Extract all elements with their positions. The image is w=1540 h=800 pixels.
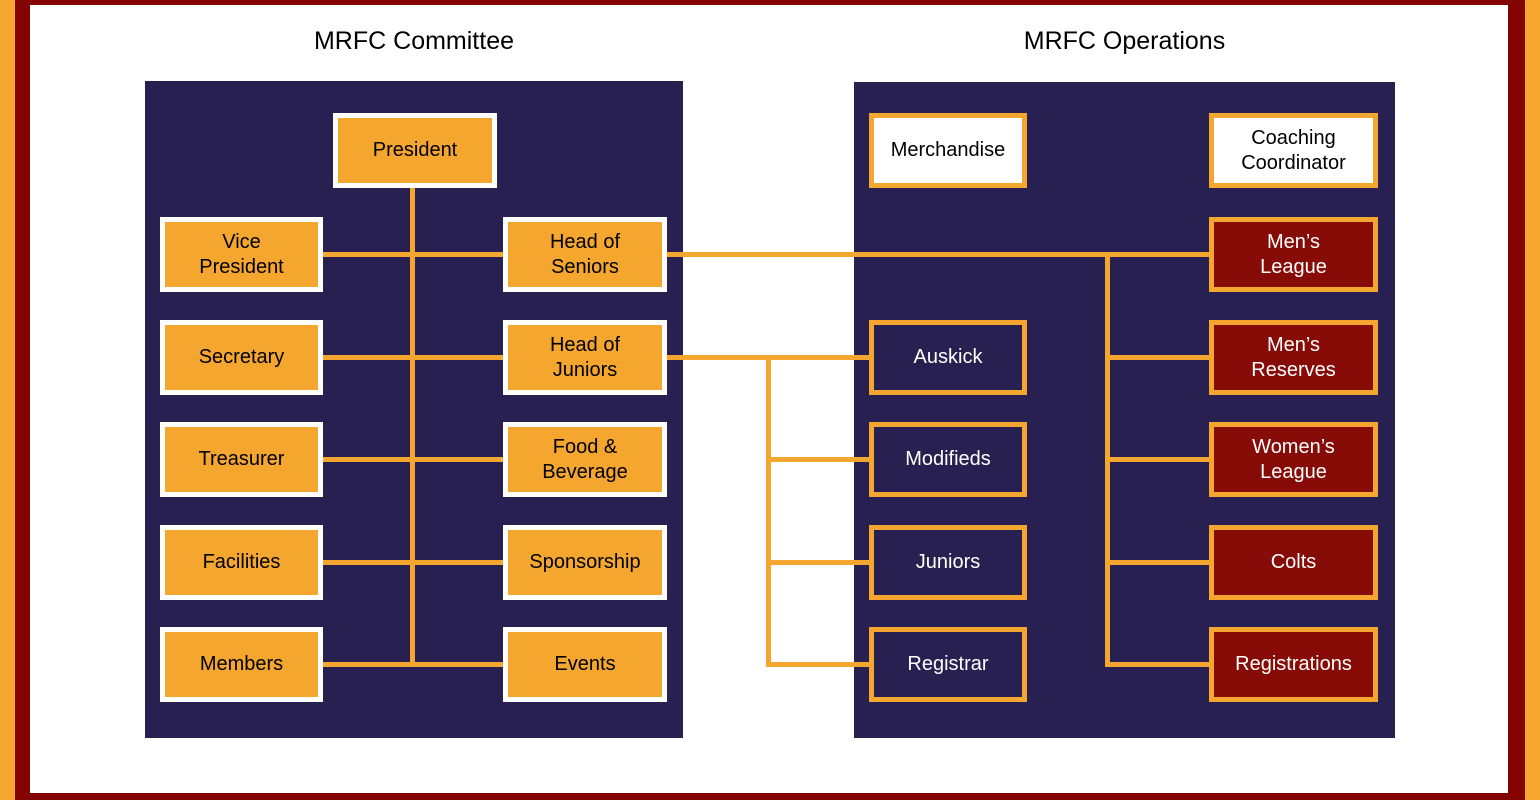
node-head-of-seniors: Head of Seniors bbox=[503, 217, 667, 292]
node-head-of-juniors-label: Head of Juniors bbox=[549, 333, 621, 381]
node-registrar: Registrar bbox=[869, 627, 1027, 702]
node-modifieds: Modifieds bbox=[869, 422, 1027, 497]
node-treasurer-label: Treasurer bbox=[198, 448, 285, 470]
connector-row-secretary bbox=[323, 355, 503, 360]
node-auskick: Auskick bbox=[869, 320, 1027, 395]
connector-seniors-cross bbox=[667, 252, 1209, 257]
node-head-of-seniors-label: Head of Seniors bbox=[549, 230, 621, 278]
connector-branch-modifieds bbox=[766, 457, 869, 462]
node-food-beverage: Food & Beverage bbox=[503, 422, 667, 497]
node-registrar-label: Registrar bbox=[907, 653, 989, 675]
node-mens-league-label: Men’s League bbox=[1260, 230, 1327, 278]
connector-branch-mens-reserves bbox=[1105, 355, 1209, 360]
node-treasurer: Treasurer bbox=[160, 422, 323, 497]
node-juniors: Juniors bbox=[869, 525, 1027, 600]
connector-branch-registrar bbox=[766, 662, 869, 667]
connector-row-facilities bbox=[323, 560, 503, 565]
node-head-of-juniors: Head of Juniors bbox=[503, 320, 667, 395]
connector-branch-registrations bbox=[1105, 662, 1209, 667]
node-mens-league: Men’s League bbox=[1209, 217, 1378, 292]
node-facilities-label: Facilities bbox=[202, 551, 281, 573]
node-mens-reserves: Men’s Reserves bbox=[1209, 320, 1378, 395]
node-coaching-coordinator: Coaching Coordinator bbox=[1209, 113, 1378, 188]
node-registrations-label: Registrations bbox=[1235, 653, 1352, 675]
node-womens-league-label: Women’s League bbox=[1252, 435, 1335, 483]
node-juniors-label: Juniors bbox=[915, 551, 981, 573]
node-sponsorship-label: Sponsorship bbox=[529, 551, 641, 573]
node-events: Events bbox=[503, 627, 667, 702]
committee-title: MRFC Committee bbox=[313, 27, 514, 55]
node-secretary-label: Secretary bbox=[198, 346, 285, 368]
connector-row-treasurer bbox=[323, 457, 503, 462]
node-mens-reserves-label: Men’s Reserves bbox=[1251, 333, 1336, 381]
node-vice-president-label: Vice President bbox=[199, 230, 284, 278]
node-colts-label: Colts bbox=[1270, 551, 1317, 573]
node-facilities: Facilities bbox=[160, 525, 323, 600]
node-members: Members bbox=[160, 627, 323, 702]
node-womens-league: Women’s League bbox=[1209, 422, 1378, 497]
node-members-label: Members bbox=[199, 653, 284, 675]
connector-branch-womens-league bbox=[1105, 457, 1209, 462]
node-merchandise: Merchandise bbox=[869, 113, 1027, 188]
connector-committee-trunk bbox=[410, 187, 415, 667]
node-merchandise-label: Merchandise bbox=[890, 139, 1006, 161]
node-vice-president: Vice President bbox=[160, 217, 323, 292]
connector-row-members bbox=[323, 662, 503, 667]
node-sponsorship: Sponsorship bbox=[503, 525, 667, 600]
connector-branch-juniors bbox=[766, 560, 869, 565]
node-events-label: Events bbox=[554, 653, 616, 675]
node-coaching-coordinator-label: Coaching Coordinator bbox=[1241, 126, 1346, 174]
node-secretary: Secretary bbox=[160, 320, 323, 395]
connector-branch-colts bbox=[1105, 560, 1209, 565]
node-registrations: Registrations bbox=[1209, 627, 1378, 702]
node-auskick-label: Auskick bbox=[913, 346, 983, 368]
node-food-beverage-label: Food & Beverage bbox=[542, 435, 628, 483]
node-modifieds-label: Modifieds bbox=[905, 448, 991, 470]
operations-title: MRFC Operations bbox=[1023, 27, 1226, 55]
node-colts: Colts bbox=[1209, 525, 1378, 600]
connector-row-vice-president bbox=[323, 252, 503, 257]
node-president-label: President bbox=[372, 139, 458, 161]
node-president: President bbox=[333, 113, 497, 188]
connector-juniors-trunk bbox=[766, 355, 771, 667]
